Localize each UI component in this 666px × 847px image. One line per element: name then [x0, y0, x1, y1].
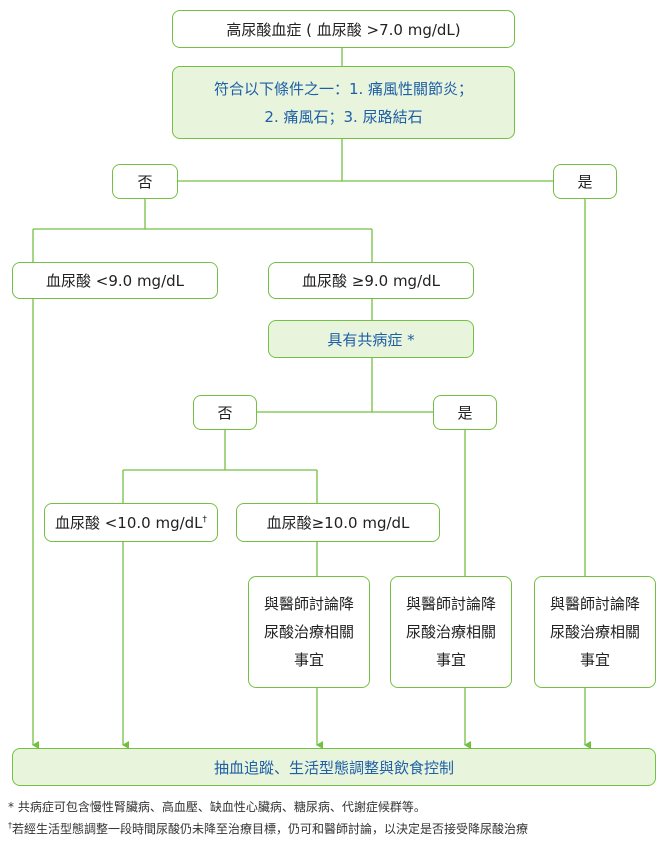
no-label-2: 否: [217, 404, 233, 422]
ua-below-10-label: 血尿酸 <10.0 mg/dL†: [54, 514, 208, 532]
discuss-1-line-1: 與醫師討論降: [263, 595, 354, 613]
footnote-dagger-text: 若經生活型態調整一段時間尿酸仍未降至治療目標，仍可和醫師討論，以決定是否接受降尿…: [12, 822, 529, 836]
discuss-box-1: 與醫師討論降 尿酸治療相關 事宜: [248, 576, 370, 688]
discuss-3-line-2: 尿酸治療相關: [549, 623, 640, 641]
start-box: 高尿酸血症 ( 血尿酸 >7.0 mg/dL): [172, 10, 515, 48]
ua-below-9-label: 血尿酸 <9.0 mg/dL: [45, 272, 185, 290]
footnote-dagger: †若經生活型態調整一段時間尿酸仍未降至治療目標，仍可和醫師討論，以決定是否接受降…: [8, 820, 528, 837]
comorbidity-box: 具有共病症 *: [268, 320, 474, 358]
no-label-1: 否: [137, 173, 153, 191]
discuss-2-line-3: 事宜: [435, 651, 466, 669]
comorbidity-label: 具有共病症 *: [327, 330, 415, 349]
footnote-star: * 共病症可包含慢性腎臟病、高血壓、缺血性心臟病、糖尿病、代謝症候群等。: [8, 800, 426, 814]
discuss-box-3: 與醫師討論降 尿酸治療相關 事宜: [534, 576, 656, 688]
discuss-3-line-3: 事宜: [579, 651, 610, 669]
condition-box: 符合以下條件之一：1. 痛風性關節炎； 2. 痛風石；3. 尿路結石: [172, 66, 515, 139]
discuss-2-line-2: 尿酸治療相關: [405, 623, 496, 641]
dagger-mark: †: [202, 515, 208, 525]
discuss-1-line-3: 事宜: [293, 651, 324, 669]
start-label: 高尿酸血症 ( 血尿酸 >7.0 mg/dL): [226, 20, 461, 39]
condition-line-1: 符合以下條件之一：1. 痛風性關節炎；: [213, 79, 474, 98]
discuss-2-line-1: 與醫師討論降: [405, 595, 496, 613]
no-box-2: 否: [193, 395, 257, 430]
ua-above-9-box: 血尿酸 ≥9.0 mg/dL: [268, 262, 474, 299]
footnote-dagger-mark: †: [8, 821, 12, 830]
ua-above-9-label: 血尿酸 ≥9.0 mg/dL: [301, 272, 441, 290]
ua-above-10-box: 血尿酸≥10.0 mg/dL: [236, 503, 440, 542]
final-label: 抽血追蹤、生活型態調整與飲食控制: [213, 758, 454, 777]
yes-label-2: 是: [457, 404, 473, 422]
condition-line-2: 2. 痛風石；3. 尿路結石: [264, 107, 423, 126]
yes-box-1: 是: [553, 164, 617, 199]
final-box: 抽血追蹤、生活型態調整與飲食控制: [12, 748, 656, 786]
ua-below-10-box: 血尿酸 <10.0 mg/dL†: [44, 503, 218, 542]
discuss-3-line-1: 與醫師討論降: [549, 595, 640, 613]
ua-above-10-label: 血尿酸≥10.0 mg/dL: [266, 514, 410, 532]
ua-below-9-box: 血尿酸 <9.0 mg/dL: [12, 262, 218, 299]
no-box-1: 否: [112, 164, 178, 199]
yes-box-2: 是: [433, 395, 497, 430]
discuss-box-2: 與醫師討論降 尿酸治療相關 事宜: [390, 576, 512, 688]
yes-label-1: 是: [577, 173, 593, 191]
discuss-1-line-2: 尿酸治療相關: [263, 623, 354, 641]
